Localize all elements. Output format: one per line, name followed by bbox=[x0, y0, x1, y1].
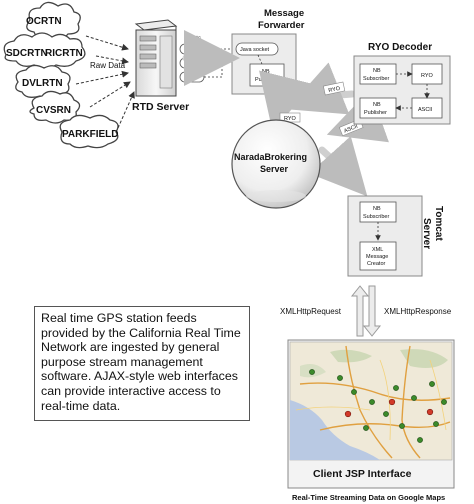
source-label-cvsrn: CVSRN bbox=[36, 105, 71, 116]
source-cloud-parkfield: PARKFIELD bbox=[59, 114, 119, 149]
xml-creator-l3: Creator bbox=[367, 261, 386, 267]
port-7011: 7011 bbox=[185, 62, 197, 68]
xhr-response-arrow bbox=[362, 285, 382, 337]
port-7012: 7012 bbox=[185, 76, 197, 82]
mf-nb-publisher-l2: Publisher bbox=[255, 77, 278, 83]
map-highlight-markers bbox=[344, 398, 434, 418]
raw-data-arrows bbox=[75, 35, 135, 129]
narada-label-line2: Server bbox=[260, 164, 289, 174]
client-browser-window bbox=[287, 339, 455, 489]
source-label-sdcrtn: SDCRTN bbox=[6, 48, 48, 59]
message-forwarder-title-2: Forwarder bbox=[258, 20, 305, 31]
ryo-left-tag-label: RYO bbox=[284, 116, 297, 122]
tomcat-title-2: Server bbox=[421, 218, 432, 249]
ryo-internal-connectors bbox=[395, 71, 430, 111]
ryo-box-label: RYO bbox=[421, 73, 434, 79]
raw-data-label: Raw Data bbox=[90, 61, 126, 70]
xhr-request-label: XMLHttpRequest bbox=[280, 307, 342, 316]
rtd-server-icon bbox=[134, 19, 178, 97]
source-cloud-dvlrtn: DVLRTN bbox=[15, 64, 71, 99]
source-cloud-cvsrn: CVSRN bbox=[29, 90, 81, 124]
source-label-ricrtn: RICRTN bbox=[45, 48, 83, 59]
tomcat-title-1: Tomcat bbox=[433, 206, 444, 241]
ryo-nb-subscriber-l2: Subscriber bbox=[363, 76, 389, 82]
port-7010: 7010 bbox=[185, 48, 197, 54]
flow-arrows bbox=[182, 30, 389, 197]
map-station-markers bbox=[309, 369, 447, 443]
ryo-decoder-title: RYO Decoder bbox=[368, 42, 432, 53]
tomcat-nb-subscriber-l1: NB bbox=[373, 206, 381, 212]
map-ocean bbox=[290, 400, 380, 460]
rtd-server-label: RTD Server bbox=[132, 101, 189, 113]
client-map-caption: Real-Time Streaming Data on Google Maps bbox=[292, 493, 445, 502]
java-socket-label: Java socket bbox=[240, 47, 270, 53]
source-label-ocrtn: OCRTN bbox=[26, 16, 62, 27]
ryo-nb-publisher-l2: Publisher bbox=[364, 110, 387, 116]
mf-nb-publisher-l1: NB bbox=[262, 69, 270, 75]
xhr-request-arrow bbox=[350, 285, 370, 337]
ports-label: Ports bbox=[186, 35, 202, 42]
description-box: Real time GPS station feeds provided by … bbox=[34, 306, 250, 421]
tomcat-nb-subscriber-l2: Subscriber bbox=[363, 214, 389, 220]
xml-message-creator-box bbox=[359, 241, 397, 271]
xml-creator-l1: XML bbox=[372, 247, 383, 253]
ryo-nb-subscriber-l1: NB bbox=[373, 68, 381, 74]
ryo-right-tag bbox=[323, 81, 346, 96]
port-badges: 7010 7011 7012 bbox=[179, 43, 205, 83]
xml-creator-l2: Message bbox=[366, 254, 388, 260]
ryo-right-tag-label: RYO bbox=[328, 86, 342, 94]
source-label-parkfield: PARKFIELD bbox=[62, 129, 118, 140]
ascii-tag-label: ASCII bbox=[343, 124, 359, 135]
description-text: Real time GPS station feeds provided by … bbox=[41, 311, 241, 413]
narada-label-line1: NaradaBrokering bbox=[234, 152, 307, 162]
source-cloud-sdcrtn: SDCRTN RICRTN bbox=[3, 32, 86, 69]
message-forwarder-title-1: Message bbox=[264, 8, 304, 19]
source-cloud-ocrtn: OCRTN bbox=[26, 1, 81, 40]
xhr-arrows bbox=[350, 285, 382, 337]
ryo-nb-publisher-l1: NB bbox=[373, 102, 381, 108]
port-connectors bbox=[204, 48, 230, 78]
source-label-dvlrtn: DVLRTN bbox=[22, 78, 63, 89]
xhr-response-label: XMLHttpResponse bbox=[384, 307, 452, 316]
ascii-box-label: ASCII bbox=[418, 107, 433, 113]
client-jsp-interface-label: Client JSP Interface bbox=[313, 468, 412, 480]
naradabrokering-server-sphere bbox=[231, 119, 321, 209]
